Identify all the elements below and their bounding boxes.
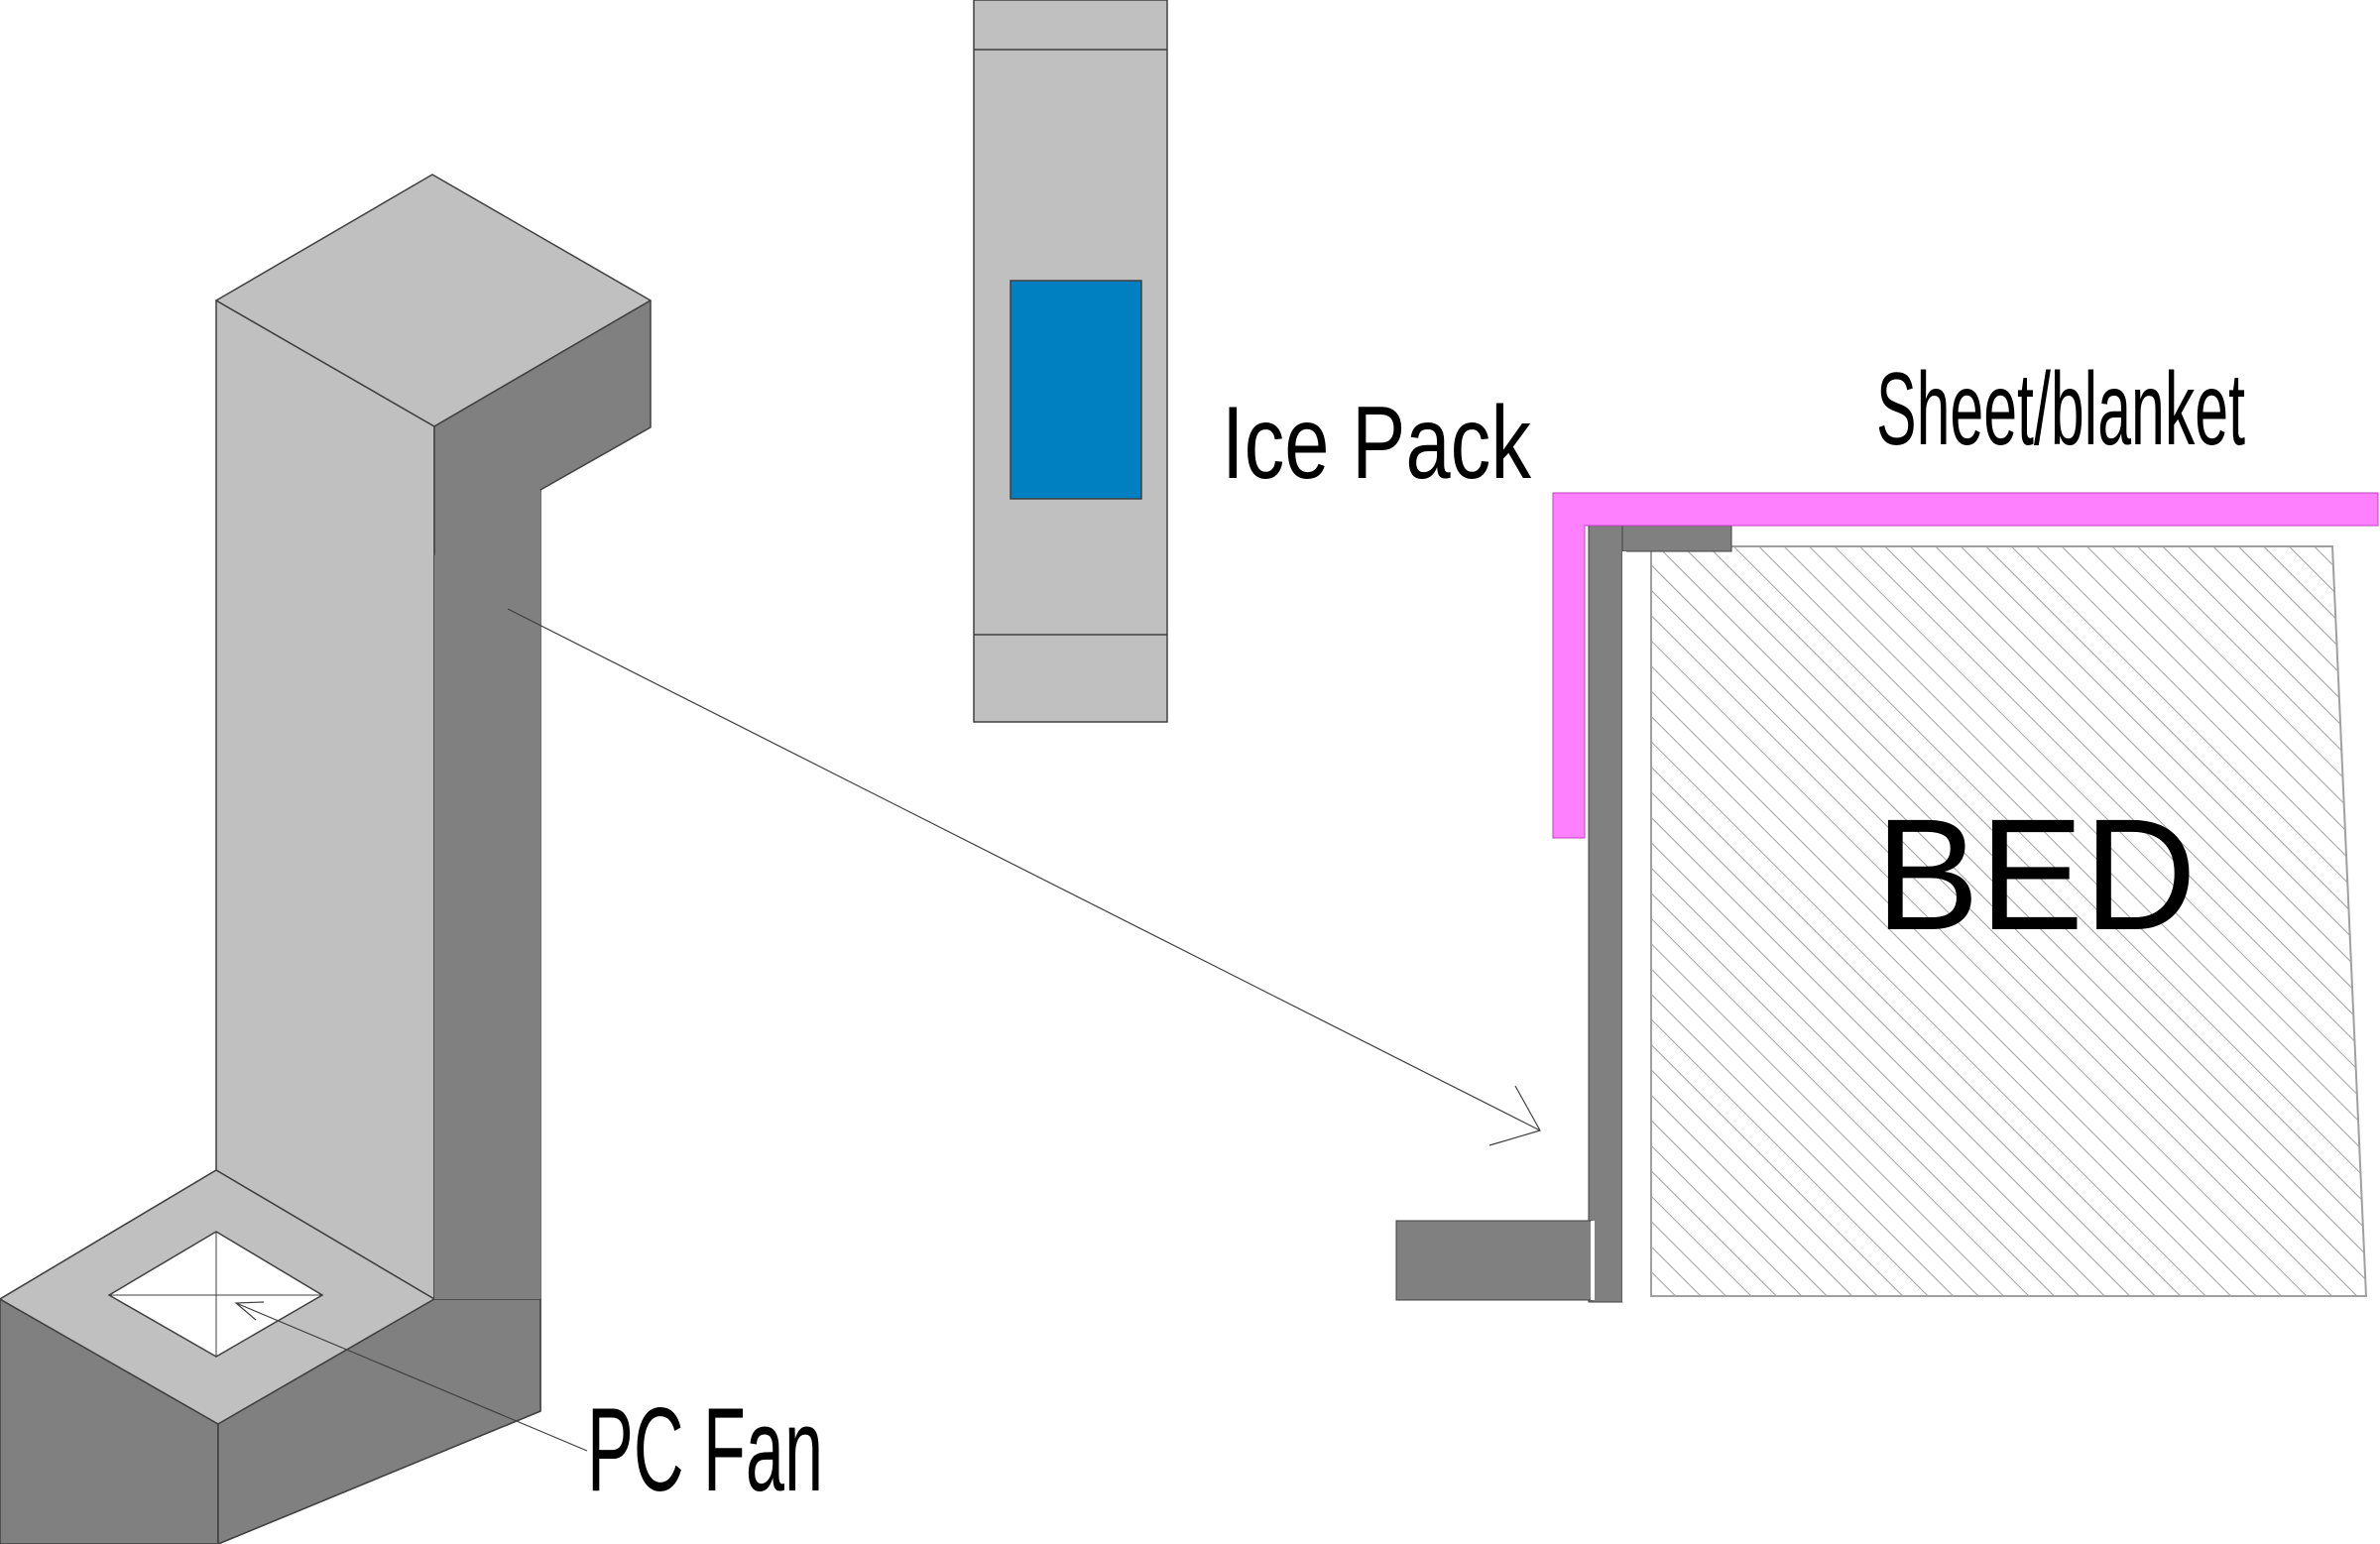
label-bed: BED	[1875, 785, 2197, 963]
duct-inlet-gap	[1591, 1221, 1595, 1300]
bed-mattress	[1650, 545, 2368, 1297]
cooler-housing	[0, 174, 652, 1544]
column-front-face	[215, 299, 435, 1300]
duct-vertical	[1588, 521, 1623, 1303]
label-pc-fan: PC Fan	[587, 1383, 823, 1516]
leaders	[234, 608, 1541, 1452]
base-right-face-front	[217, 1298, 541, 1544]
label-sheet-blanket: Sheet/blanket	[1876, 352, 2245, 467]
ice-pack-core	[1010, 280, 1142, 500]
column-to-duct-arrow	[507, 608, 1541, 1131]
ice-pack	[973, 0, 1168, 723]
pc-fan	[107, 1231, 324, 1358]
duct-inner-edge	[1622, 551, 1626, 1302]
column-to-duct-arrowhead	[1488, 1085, 1541, 1146]
sheet-blanket	[1552, 492, 2379, 839]
bed-assembly	[1395, 492, 2379, 1303]
duct-bottom-inlet	[1395, 1220, 1594, 1301]
pc-fan-leader	[235, 1302, 588, 1452]
label-ice-pack: Ice Pack	[1222, 386, 1532, 501]
base-right-face-side	[434, 490, 540, 1299]
pc-fan-arrowhead	[234, 1301, 265, 1321]
